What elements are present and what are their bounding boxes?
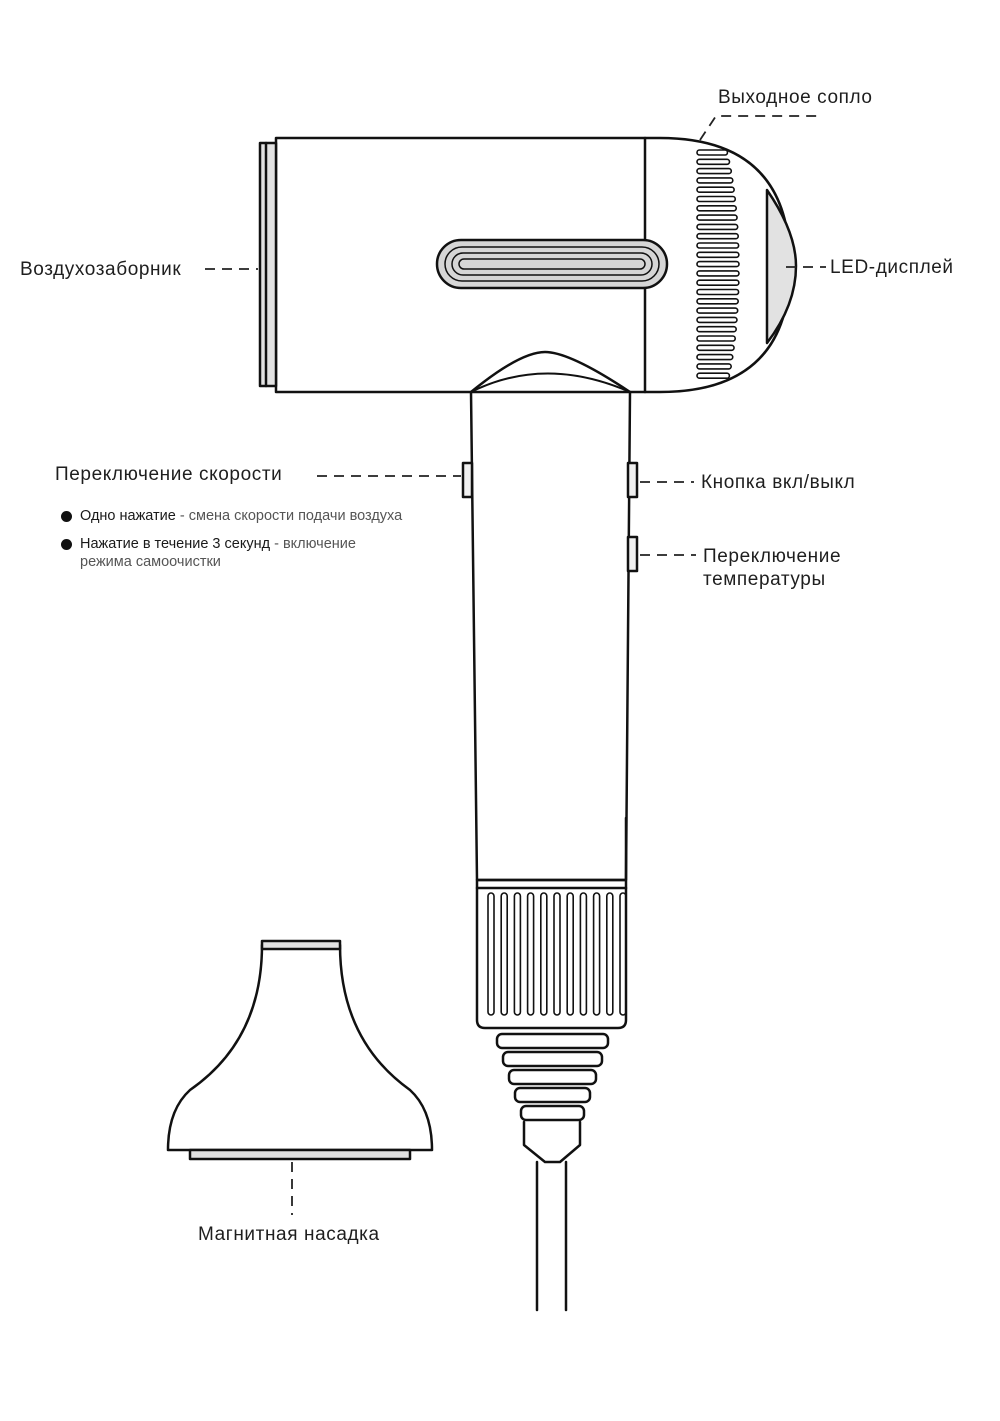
nozzle-vent: [696, 214, 738, 221]
nozzle-vent: [696, 260, 740, 268]
nozzle-vent: [696, 353, 734, 361]
note-2-strong: Нажатие в течение 3 секунд: [80, 536, 271, 552]
grip-stripe: [487, 892, 495, 1016]
leader-nozzle: [699, 115, 820, 141]
nozzle-vent: [696, 195, 737, 203]
led-display: [765, 188, 798, 345]
grip-stripe: [619, 892, 627, 1016]
nozzle-vent: [696, 344, 735, 352]
nozzle-vent: [696, 223, 739, 231]
label-intake: Воздухозаборник: [20, 259, 182, 280]
bottom-grip: [475, 816, 628, 1030]
label-led: LED-дисплей: [830, 257, 954, 278]
note-1-strong: Одно нажатие: [80, 508, 176, 524]
grip-stripe: [513, 892, 522, 1016]
nozzle-vent: [696, 242, 740, 249]
grip-stripes: [487, 892, 627, 1016]
nozzle-vents: [696, 149, 740, 380]
label-power: Кнопка вкл/выкл: [701, 472, 856, 493]
note-bullet-1: [61, 511, 72, 522]
nozzle-vent: [696, 149, 729, 156]
note-2-line2: режима самоочистки: [80, 554, 221, 570]
power-button: [626, 461, 639, 499]
label-temp-line2: температуры: [703, 569, 826, 590]
nozzle-vent: [696, 288, 740, 296]
nozzle-vent: [696, 363, 732, 370]
nozzle-vent: [696, 205, 738, 212]
grip-stripe: [579, 892, 588, 1016]
note-2-rest: - включение: [270, 536, 356, 552]
note-1: Одно нажатие - смена скорости подачи воз…: [80, 507, 402, 525]
note-2: Нажатие в течение 3 секунд - включение р…: [80, 535, 356, 571]
cord-strain-relief: [495, 1032, 610, 1164]
label-magnetic: Магнитная насадка: [198, 1224, 380, 1245]
label-temp-line1: Переключение: [703, 546, 842, 567]
grip-stripe: [605, 892, 614, 1016]
dryer-handle: [469, 350, 632, 882]
nozzle-vent: [696, 177, 734, 184]
nozzle-vent: [696, 167, 733, 175]
nozzle-vent: [696, 316, 738, 324]
nozzle-vent: [696, 232, 740, 240]
side-vent-slot: [435, 238, 669, 290]
grip-stripe: [592, 892, 601, 1016]
speed-button: [461, 461, 474, 499]
air-intake: [258, 141, 278, 388]
grip-stripe: [566, 892, 575, 1016]
nozzle-vent: [696, 279, 740, 287]
nozzle-vent: [696, 335, 737, 342]
nozzle-vent: [696, 186, 735, 193]
nozzle-vent: [696, 158, 731, 166]
grip-stripe: [526, 892, 535, 1016]
label-speed: Переключение скорости: [55, 464, 283, 485]
grip-stripe: [553, 892, 561, 1016]
grip-stripe: [539, 892, 548, 1016]
magnetic-attachment: [166, 939, 434, 1161]
note-1-rest: - смена скорости подачи воздуха: [175, 508, 403, 524]
grip-stripe: [500, 892, 509, 1016]
label-nozzle: Выходное сопло: [718, 87, 873, 108]
nozzle-vent: [696, 251, 740, 259]
temp-button: [626, 535, 639, 573]
note-bullet-2: [61, 539, 72, 550]
nozzle-vent: [696, 372, 731, 380]
nozzle-vent: [696, 270, 740, 277]
nozzle-vent: [696, 297, 739, 305]
nozzle-vent: [696, 307, 739, 314]
nozzle-vent: [696, 325, 737, 333]
